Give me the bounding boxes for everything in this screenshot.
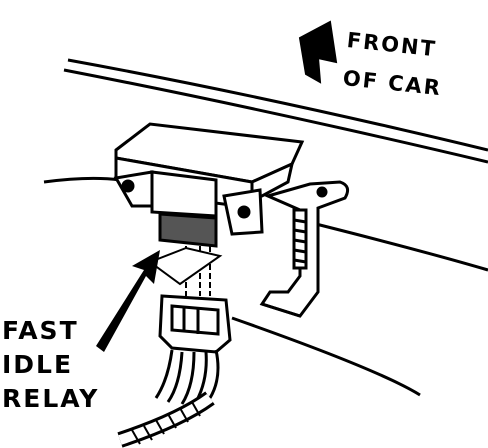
relay-label-line3: RELAY [2,384,100,413]
wiring-connector [158,294,232,354]
body-panel-lines [43,58,488,397]
mounting-bracket [259,180,350,318]
relay-housing [113,122,305,248]
relay-pointer-arrow-icon [96,250,160,352]
wiring-harness [117,349,220,448]
front-direction-arrow-icon [298,20,338,84]
relay-label-line2: IDLE [2,350,74,379]
relay-label-line1: FAST [2,316,79,345]
relay-terminal-blades [147,246,223,296]
